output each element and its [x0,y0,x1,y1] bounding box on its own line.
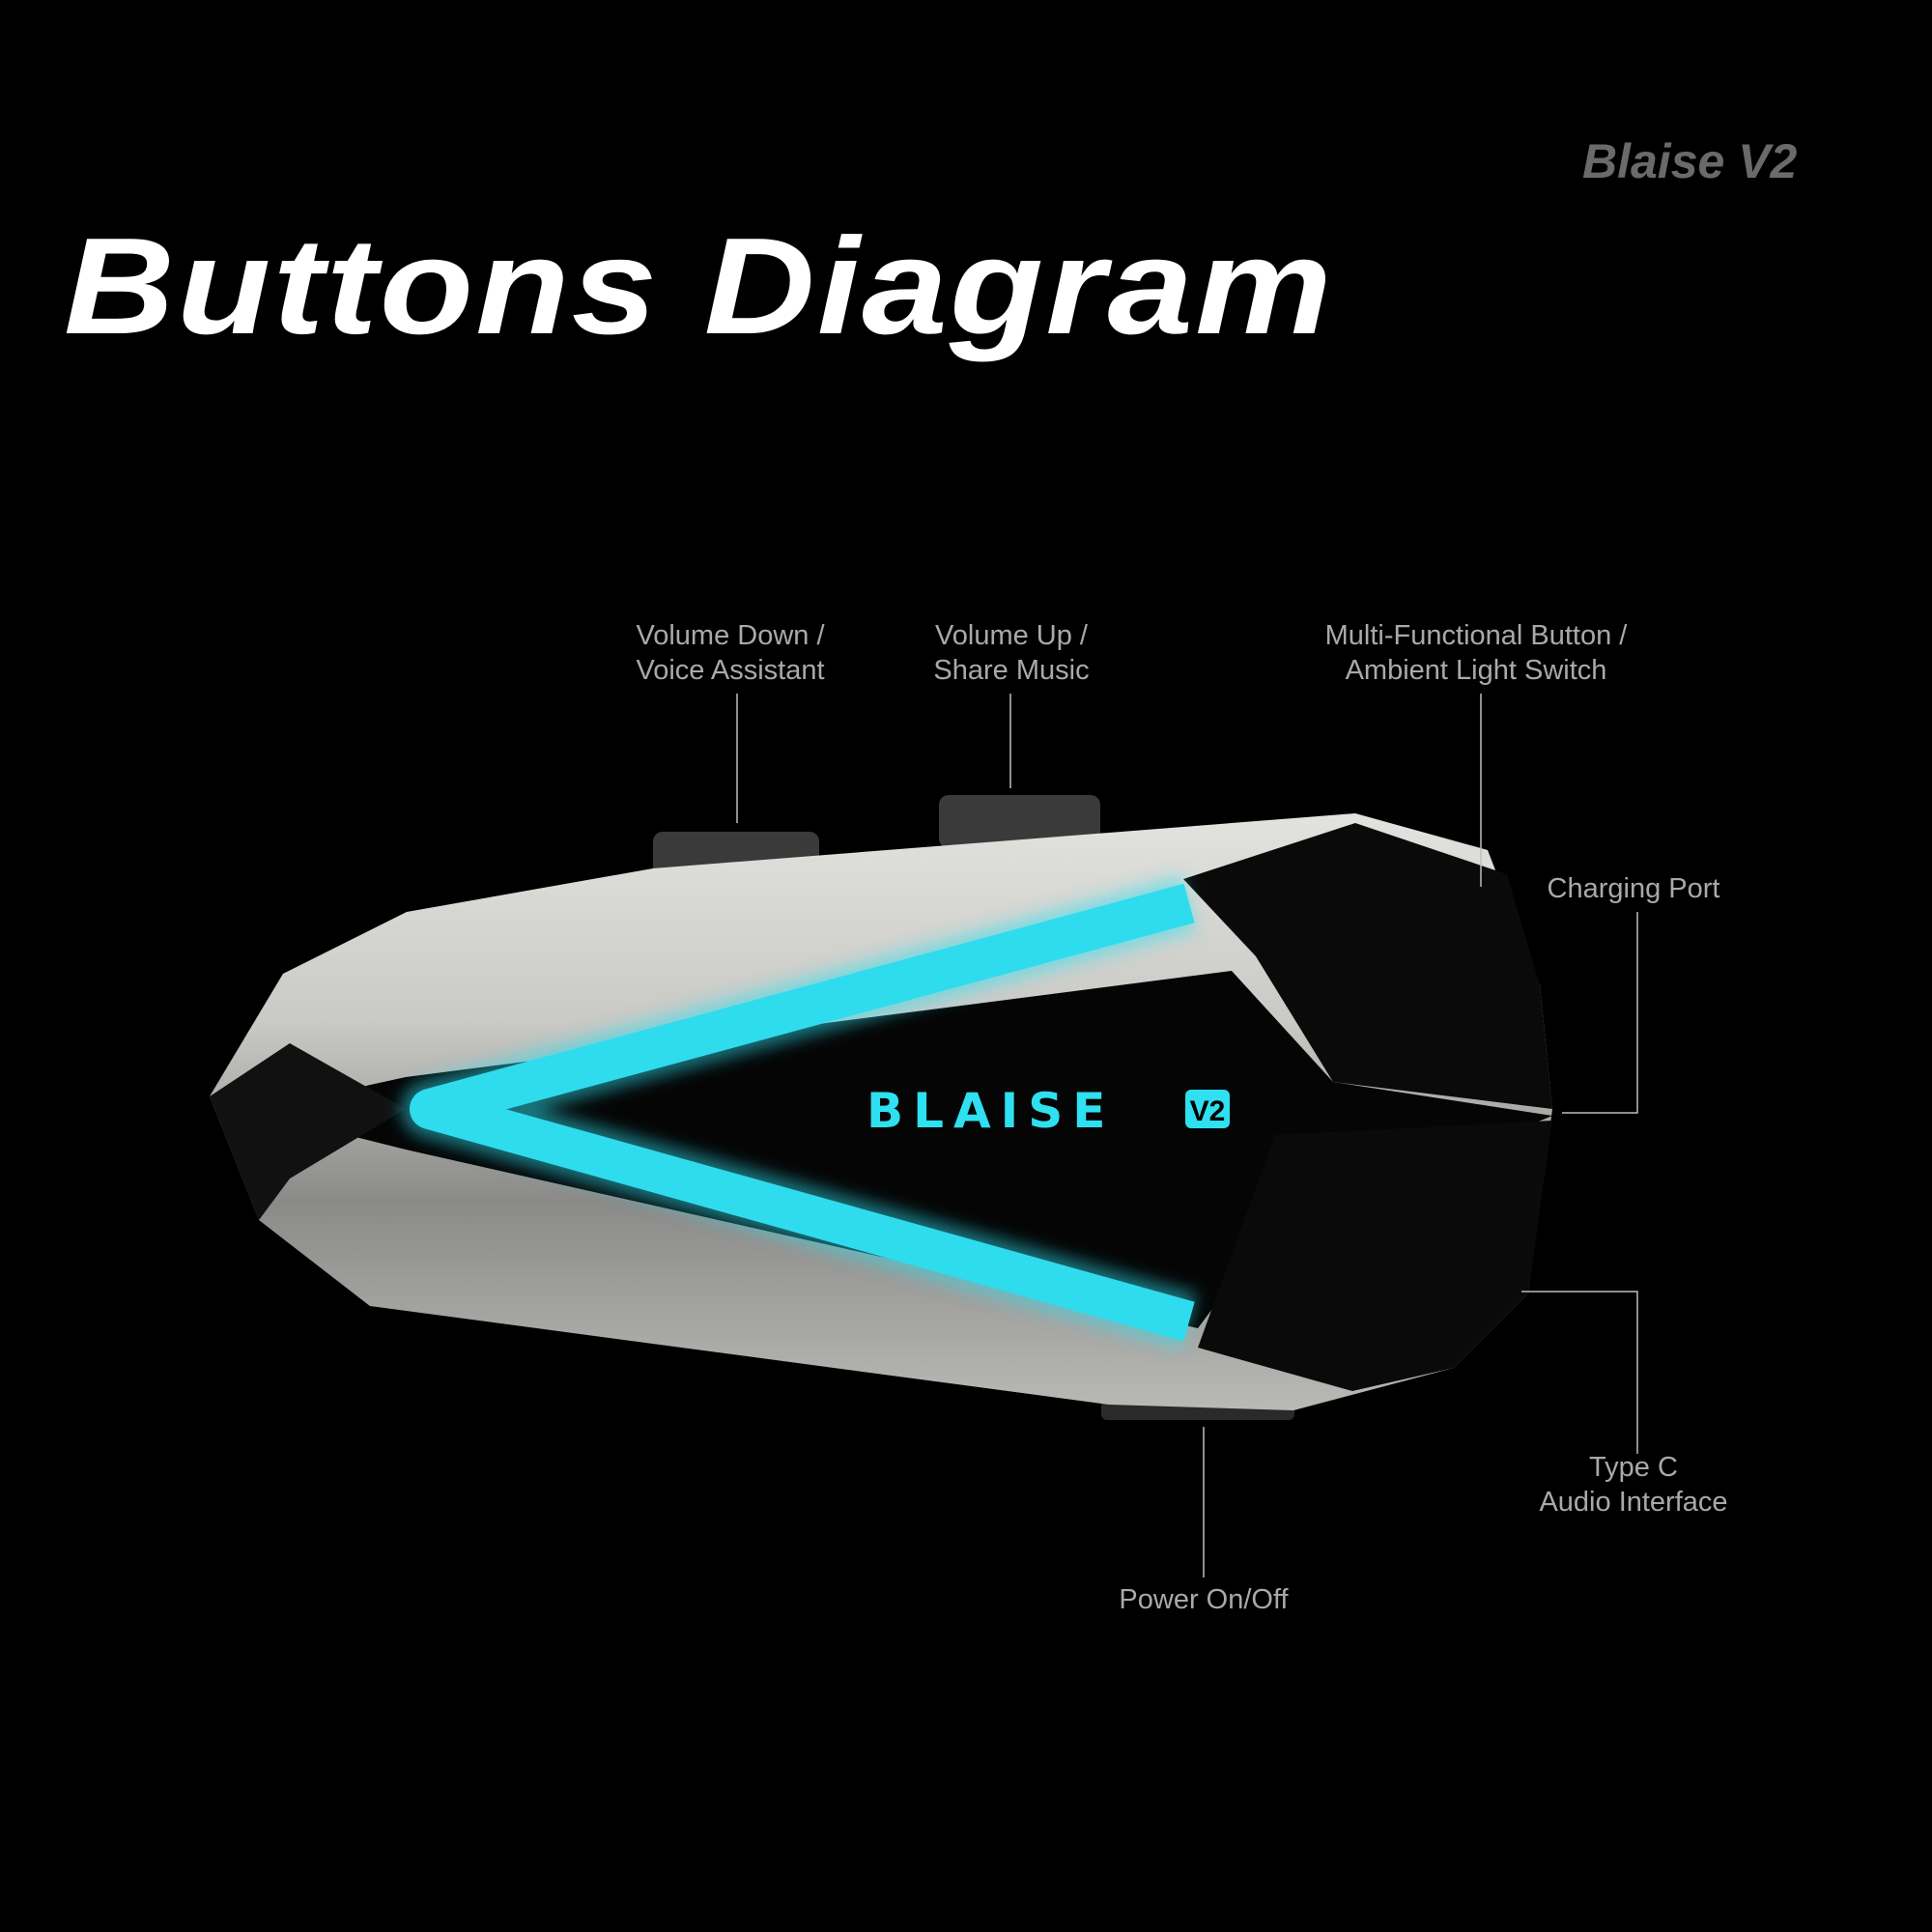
volume-up-button [939,795,1100,848]
label-line: Volume Down / [636,620,825,651]
label-line: Multi-Functional Button / [1324,620,1628,651]
leader-type-c [1521,1291,1638,1454]
device-logo-badge-text: V2 [1190,1095,1226,1127]
label-line: Volume Up / [935,620,1088,651]
label-line: Share Music [933,655,1090,686]
label-line: Power On/Off [1119,1584,1289,1615]
label-line: Type C [1589,1452,1678,1483]
device-logo-badge [1185,1090,1230,1128]
label-type-c: Type C Audio Interface [1539,1450,1727,1520]
leader-charging-port [1562,912,1638,1114]
label-power: Power On/Off [1119,1582,1288,1617]
label-volume-up: Volume Up / Share Music [933,618,1089,688]
ambient-light-strip [410,883,1195,1342]
left-tip [210,1043,406,1220]
page-title: Buttons Diagram [64,210,1334,363]
device-logo-text: BLAISE [867,1083,1115,1139]
brand-name: Blaise V2 [1582,134,1798,188]
label-volume-down: Volume Down / Voice Assistant [636,618,824,688]
label-multi-function: Multi-Functional Button / Ambient Light … [1325,618,1628,688]
label-line: Ambient Light Switch [1345,655,1607,686]
label-charging-port: Charging Port [1548,871,1720,906]
lower-cap [1198,1121,1552,1391]
label-line: Audio Interface [1539,1487,1728,1518]
label-line: Charging Port [1547,873,1720,904]
label-line: Voice Assistant [636,655,825,686]
multi-function-cap [1183,823,1552,1109]
